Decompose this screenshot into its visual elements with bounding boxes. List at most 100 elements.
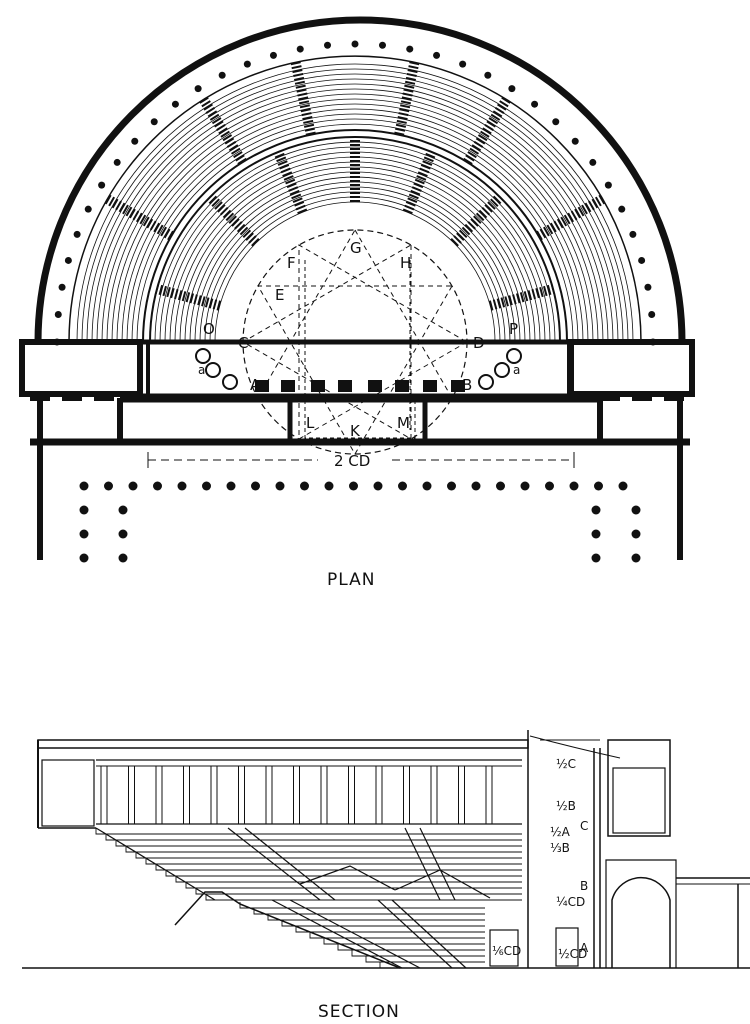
colonnade-dot [324,41,332,49]
seating-ring [76,63,634,343]
portico-column [300,481,309,491]
portico-column [471,481,481,491]
pedestal [506,348,522,364]
gallery-column [293,765,300,825]
portico-column [349,481,358,491]
colonnade-dot [243,60,251,68]
colonnade-dot [113,158,121,166]
stage-column [255,380,269,392]
stage-column [368,380,382,392]
colonnade-dot [629,230,637,238]
ground-slope [174,891,241,926]
seating-steps [95,827,522,969]
colonnade-dot [296,45,304,53]
step [125,846,522,853]
colonnade-dot [378,41,386,49]
colonnade-dot [84,205,92,213]
colonnade-dot [459,60,467,68]
colonnade-dot [508,85,516,93]
portico-column [79,481,89,491]
colonnade-dot [150,118,158,126]
colonnade-dot [54,311,62,319]
colonnade-dot [58,283,66,291]
seating-ring [81,68,629,343]
gallery-column [210,765,218,825]
gallery-column [128,765,135,825]
point-G: G [350,239,362,257]
point-F: F [287,254,296,272]
section-caption: SECTION [318,1002,400,1022]
seating-ring [91,78,619,343]
portico-column [226,481,236,491]
side-wall [41,759,95,827]
colonnade-dot [269,51,277,59]
gallery-column [348,765,355,825]
pedestal [205,362,221,378]
portico-column [118,505,128,515]
gallery-column [458,765,465,825]
label-b: B [580,879,588,893]
seating-rings [68,55,642,343]
radial-stairs [104,61,606,311]
seating-ring [86,73,624,343]
stair-bands [227,827,491,969]
step [295,926,485,933]
seating-ring [96,83,614,343]
colonnade-dot [618,205,626,213]
outer-wall [34,16,686,343]
portico-column [569,481,579,491]
label-half-c: ½C [556,757,576,771]
portico-column [591,529,601,539]
label-c: C [580,819,588,833]
portico-column [251,481,260,491]
step [205,894,522,901]
seating-ring [214,201,496,343]
step [195,888,522,895]
portico-column [153,481,162,491]
scene-building [19,339,695,560]
pedestal [478,374,494,390]
stair [155,284,222,311]
stair [290,61,316,136]
portico-column [594,481,603,491]
portico-column [618,481,628,491]
pedestal [494,362,510,378]
portico-column [202,481,211,491]
seating-ring [111,98,599,343]
colonnade-dot [406,45,414,53]
portico-column [496,481,505,491]
plan-drawing: 2 CD G F H E C D O P A B K L M a a PLAN [19,16,695,590]
step [309,932,485,939]
colonnade-dot [589,158,597,166]
pedestal [195,348,211,364]
proscenium-columns [195,348,522,392]
stair [536,194,606,241]
step [115,840,522,847]
seating-ring [179,166,531,343]
colonnade-dot [638,256,646,264]
stair [488,284,555,311]
portico-column [128,481,138,491]
colonnade-dot [484,71,492,79]
seating-ring [121,108,589,343]
portico-column [447,481,456,491]
triangle [241,244,412,440]
point-M: M [397,414,410,432]
label-sixth-cd: ⅙CD [492,944,521,958]
seating-ring [106,93,604,343]
step [155,864,522,871]
portico-column [373,481,383,491]
label-half-cd: ½CD [558,947,587,961]
portico-column [398,481,407,491]
portico-column [520,481,530,491]
colonnade-dot [351,40,359,48]
colonnade-dot [552,118,560,126]
gallery-column [183,765,190,825]
triangle [257,285,453,456]
label-third-b: ⅓B [550,841,570,855]
stage-column [338,380,352,392]
point-B: B [462,376,472,394]
portico-column [118,553,128,563]
colonnade-dot [131,137,139,145]
